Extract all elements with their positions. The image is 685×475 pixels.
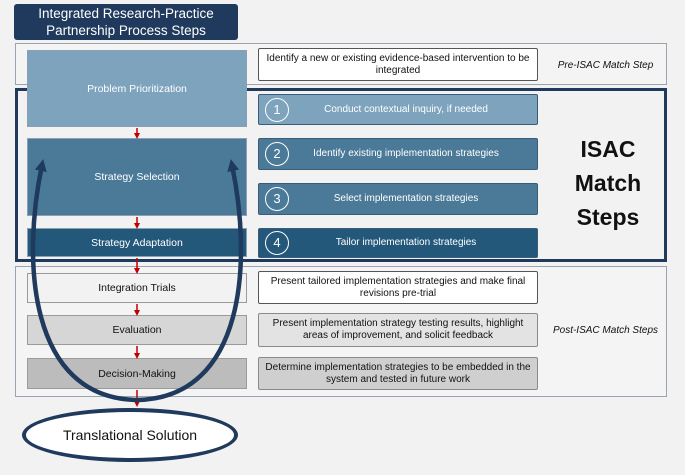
pre-isac-label: Pre-ISAC Match Step [557, 60, 654, 71]
isac-label-line-1: ISAC [580, 136, 636, 162]
description-text: Select implementation strategies [333, 193, 479, 204]
step-strategy-adaptation: Strategy Adaptation [27, 228, 247, 257]
description-text: Tailor implementation strategies [335, 237, 477, 248]
isac-step-3: 3 Select implementation strategies [258, 183, 538, 215]
step-label: Decision-Making [98, 367, 176, 380]
step-label: Evaluation [112, 324, 162, 336]
description-text: Present implementation strategy testing … [272, 318, 524, 341]
step-strategy-selection: Strategy Selection [27, 138, 247, 216]
isac-label-line-2: Match [574, 170, 642, 196]
isac-match-steps-label: ISAC Match Steps [560, 132, 656, 234]
outcome-label: Translational Solution [62, 427, 198, 443]
title-line-2: Partnership Process Steps [46, 23, 206, 38]
translational-solution-ellipse: Translational Solution [22, 408, 238, 462]
description-evaluation: Present implementation strategy testing … [258, 313, 538, 347]
post-isac-label: Post-ISAC Match Steps [552, 325, 659, 336]
feedback-loop-left [30, 159, 138, 403]
description-integration-trials: Present tailored implementation strategi… [258, 271, 538, 304]
description-pre-isac: Identify a new or existing evidence-base… [258, 48, 538, 81]
step-label: Problem Prioritization [87, 82, 187, 95]
description-text: Determine implementation strategies to b… [265, 361, 531, 385]
step-integration-trials: Integration Trials [27, 273, 247, 303]
isac-step-1: 1 Conduct contextual inquiry, if needed [258, 94, 538, 125]
step-label: Strategy Adaptation [91, 236, 183, 249]
description-text: Conduct contextual inquiry, if needed [324, 103, 488, 115]
isac-step-2: 2 Identify existing implementation strat… [258, 138, 538, 170]
diagram-title: Integrated Research-Practice Partnership… [14, 4, 238, 40]
description-text: Identify a new or existing evidence-base… [266, 52, 530, 76]
step-number-circle: 1 [265, 97, 289, 122]
description-decision-making: Determine implementation strategies to b… [258, 357, 538, 390]
step-number-circle: 4 [265, 231, 289, 255]
step-number-circle: 3 [265, 187, 289, 211]
step-number-circle: 2 [265, 142, 289, 166]
isac-label-line-3: Steps [576, 204, 640, 230]
feedback-loop-right [136, 159, 244, 403]
description-text: Present tailored implementation strategi… [270, 275, 526, 299]
step-problem-prioritization: Problem Prioritization [27, 50, 247, 127]
isac-step-4: 4 Tailor implementation strategies [258, 228, 538, 258]
title-line-1: Integrated Research-Practice [38, 6, 214, 21]
description-text: Identify existing implementation strateg… [313, 148, 499, 159]
step-label: Strategy Selection [94, 171, 180, 183]
step-label: Integration Trials [98, 282, 176, 294]
step-evaluation: Evaluation [27, 315, 247, 345]
